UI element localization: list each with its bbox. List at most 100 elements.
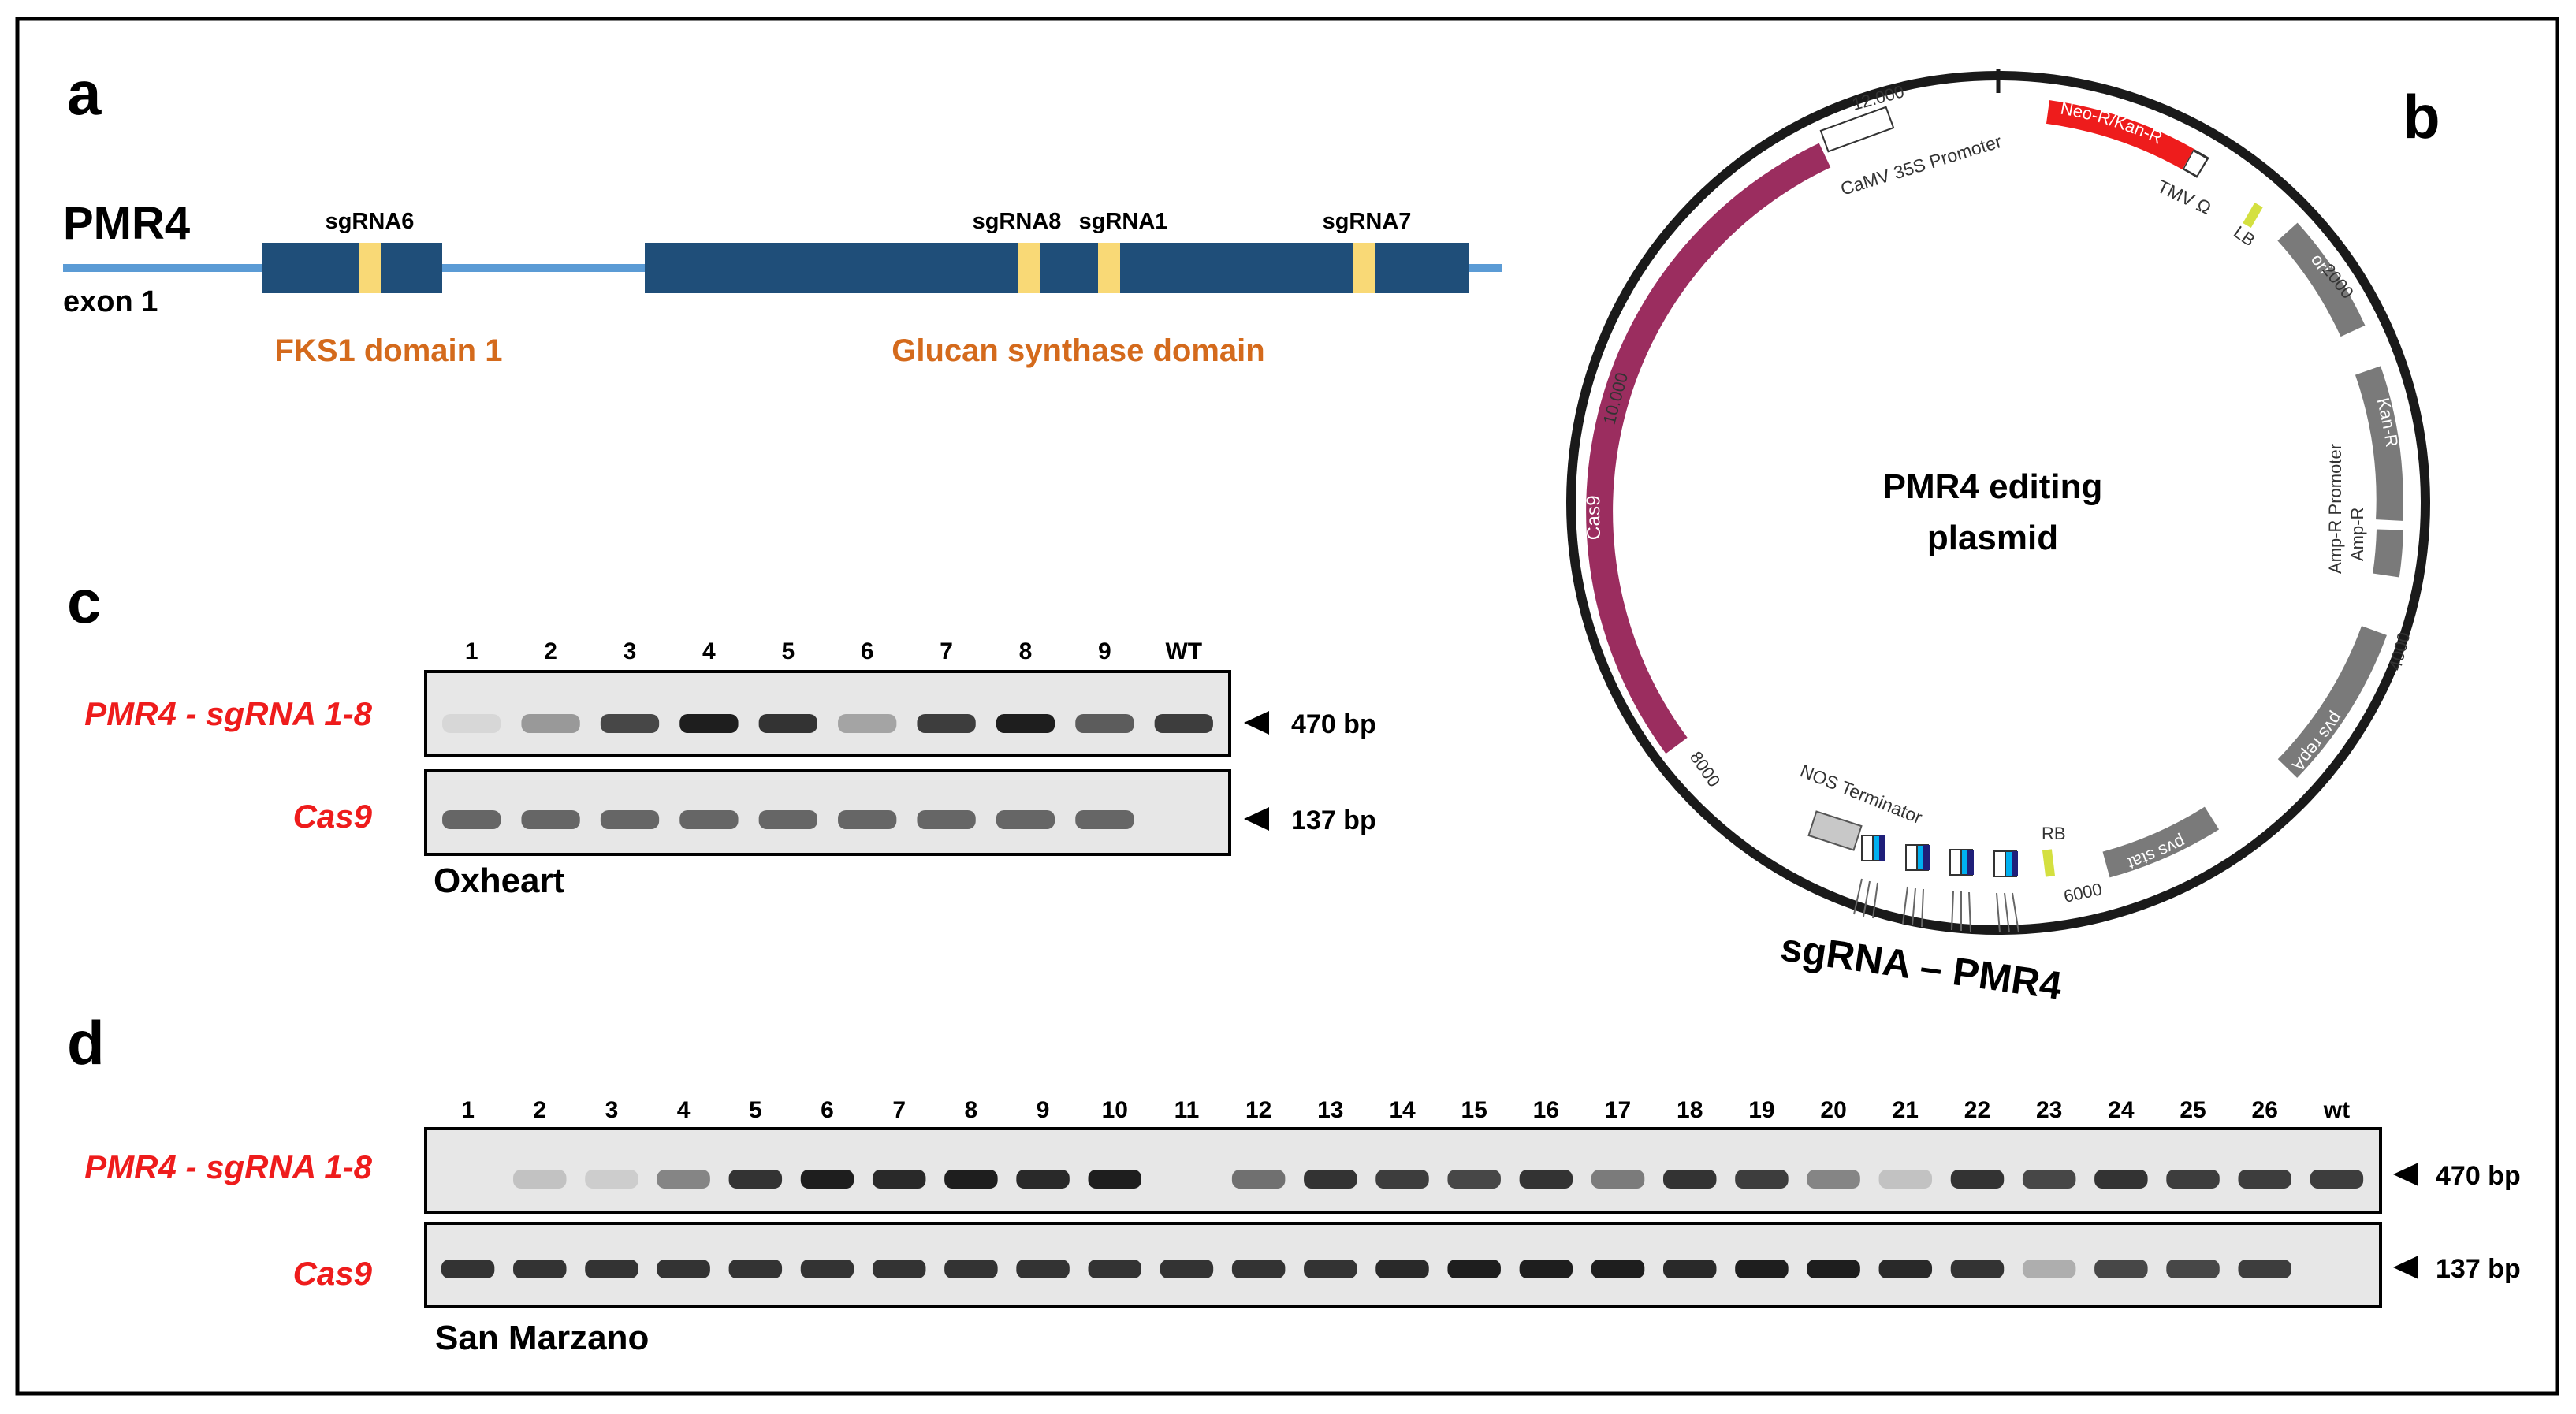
panel_d-lane-label-14: 14 [1389,1097,1416,1123]
gel-d-row2-bands [441,1260,2291,1278]
exon-block-fks1 [262,243,442,293]
panel_d-row1-band-17 [1591,1170,1645,1189]
nos-terminator-feature [1807,810,1863,851]
sgrna7-label: sgRNA7 [1323,209,1412,234]
kan-r-feature [2355,366,2403,521]
panel_d-row1-band-18 [1663,1170,1717,1189]
panel_d-row2-band-4 [657,1260,710,1278]
panel_d-row2-band-23 [2022,1260,2076,1278]
panel_d-lane-label-4: 4 [677,1097,691,1123]
panel-a: PMR4 exon 1 sgRNA6 sgRNA8 sgRNA1 sgRNA7 … [63,198,1502,368]
panel_d-row1-band-27 [2310,1170,2364,1189]
panel_d-row2-band-3 [585,1260,638,1278]
panel_d-lane-label-17: 17 [1605,1097,1631,1123]
panel_d-lane-label-16: 16 [1533,1097,1559,1123]
sgrna7-marker [1353,243,1375,293]
panel_d-row2-band-8 [944,1260,998,1278]
panel_d-row2-band-5 [728,1260,783,1278]
panel_d-lane-label-26: 26 [2252,1097,2278,1123]
panel_d-row2-band-20 [1807,1260,1860,1278]
panel_c-row1-band-9 [1075,714,1134,733]
panel_d-row2-band-9 [1016,1260,1070,1278]
sgrna8-marker [1018,243,1040,293]
exon-label: exon 1 [63,285,158,318]
panel_d-lane-label-3: 3 [605,1097,619,1123]
ori-feature [2277,222,2366,337]
panel_c-lane-label-1: 1 [465,638,478,664]
gel-d-row1-label: PMR4 - sgRNA 1-8 [84,1148,372,1185]
panel_d-lane-label-23: 23 [2036,1097,2062,1123]
panel_d-row1-band-2 [513,1170,567,1189]
panel_c-row1-band-7 [917,714,976,733]
panel_d-lane-label-7: 7 [892,1097,906,1123]
panel_d-lane-label-11: 11 [1174,1097,1200,1123]
panel_c-lane-label-10: WT [1165,638,1202,664]
gel-c-row2-label: Cas9 [293,798,373,835]
panel_d-row1-band-14 [1375,1170,1429,1189]
panel_c-row1-band-1 [442,714,501,733]
amp-r-label: Amp-R [2347,508,2367,561]
gel-c-size1-label: 470 bp [1291,709,1376,739]
panel_d-row2-band-22 [1950,1260,2005,1278]
camv-35s-feature [1819,106,1895,153]
panel_c-row1-band-5 [758,714,817,733]
panel_d-lane-label-2: 2 [533,1097,546,1123]
amp-r-promoter-label: Amp-R Promoter [2325,444,2345,574]
panel_c-lane-label-3: 3 [624,638,637,664]
panel_d-row1-band-19 [1735,1170,1789,1189]
panel_c-lane-label-4: 4 [702,638,716,664]
panel_d-row2-band-21 [1878,1260,1933,1278]
panel_c-row2-band-8 [996,810,1055,829]
panel_d-row2-band-6 [800,1260,854,1278]
domain-glucan-label: Glucan synthase domain [892,333,1264,368]
panel_d-lane-label-15: 15 [1461,1097,1487,1123]
panel_d-row2-band-24 [2094,1260,2148,1278]
panel_d-lane-label-21: 21 [1893,1097,1919,1123]
panel_c-lane-label-6: 6 [861,638,874,664]
panel_d-row2-band-17 [1591,1260,1645,1278]
gel-c-row2-bands [442,810,1134,829]
panel_d-row1-band-24 [2094,1170,2148,1189]
panel_c-row1-band-6 [838,714,897,733]
exon-block-glucan [645,243,1469,293]
cas9-feature [1586,143,1831,754]
panel_c-lane-label-2: 2 [544,638,557,664]
panel_c-row1-band-8 [996,714,1055,733]
panel_d-row1-band-4 [657,1170,710,1189]
panel_d-lane-label-20: 20 [1820,1097,1846,1123]
panel_d-row2-band-12 [1231,1260,1286,1278]
sgrna8-label: sgRNA8 [973,209,1062,234]
panel_d-lane-label-27: wt [2323,1097,2350,1123]
panel_d-row2-band-11 [1160,1260,1214,1278]
gel-d-size2-label: 137 bp [2436,1254,2521,1284]
panel_c-row1-band-10 [1154,714,1213,733]
panel_d-lane-label-8: 8 [965,1097,978,1123]
domain-fks1-label: FKS1 domain 1 [275,333,503,368]
pvs-repa-feature [2277,626,2387,778]
panel_c-lane-label-5: 5 [781,638,795,664]
sgrna6-marker [359,243,381,293]
panel_d-row2-band-18 [1663,1260,1717,1278]
panel_d-lane-label-10: 10 [1102,1097,1128,1123]
panel_c-row2-band-9 [1075,810,1134,829]
amp-r-feature [2373,529,2403,578]
sgrna6-label: sgRNA6 [326,209,415,234]
gel-d-variety: San Marzano [435,1319,649,1357]
gel-c-size2-label: 137 bp [1291,806,1376,835]
panel-label-b: b [2403,82,2440,151]
panel_d-row1-band-20 [1807,1170,1860,1189]
plasmid-title-line2: plasmid [1927,519,2058,557]
panel_d-row1-band-8 [944,1170,998,1189]
panel_d-row1-band-23 [2022,1170,2076,1189]
gel-c-size2-arrow [1244,807,1269,831]
panel_c-row2-band-5 [758,810,817,829]
panel_d-lane-label-19: 19 [1748,1097,1774,1123]
panel_d-row2-band-2 [513,1260,567,1278]
panel_d-row1-band-13 [1304,1170,1357,1189]
panel_d-row2-band-26 [2238,1260,2291,1278]
panel-label-a: a [67,58,102,128]
panel_d-lane-label-9: 9 [1037,1097,1050,1123]
panel_c-lane-label-9: 9 [1098,638,1111,664]
